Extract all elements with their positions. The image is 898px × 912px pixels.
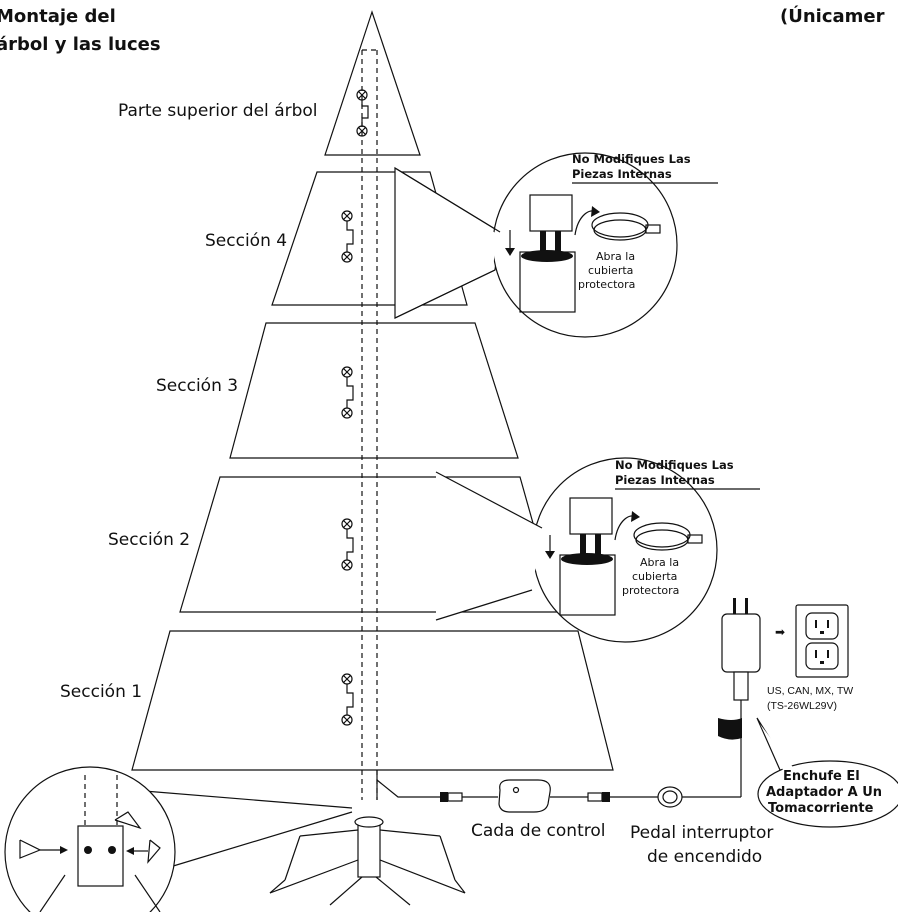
tree-top-section [324, 10, 421, 156]
bulb-group-section-1 [341, 673, 354, 726]
pedal-label-line-1: Pedal interruptor [630, 823, 773, 843]
tree-stand [269, 816, 466, 906]
plug-note-line-1: Enchufe El [783, 769, 860, 784]
upper-warning-line-1: No Modifiques Las [572, 152, 691, 166]
lower-warning-line-1: No Modifiques Las [615, 458, 734, 472]
wall-outlet-icon [795, 604, 849, 678]
base-zoom-callout [4, 766, 353, 912]
arrow-icon: ➡ [775, 625, 785, 639]
top-right-note: (Únicamer [780, 5, 885, 27]
upper-cover-line-2: cubierta [588, 264, 633, 277]
connector-callout-upper: Abra la cubierta protectora [394, 152, 678, 338]
lower-warning-line-2: Piezas Internas [615, 473, 715, 487]
control-box[interactable] [498, 779, 551, 813]
label-section-3: Sección 3 [156, 376, 238, 396]
lower-cover-line-3: protectora [622, 584, 679, 597]
bulb-group-section-2 [341, 518, 354, 571]
title-line-1: Montaje del [0, 6, 116, 27]
power-adapter [718, 598, 761, 740]
pedal-label-line-2: de encendido [647, 847, 762, 867]
bulb-group-top [356, 89, 369, 137]
connector-callout-lower: Abra la cubierta protectora [435, 457, 718, 643]
label-tree-top: Parte superior del árbol [118, 101, 318, 121]
center-pole [361, 49, 378, 800]
tree-section-3 [229, 322, 519, 459]
upper-warning-line-2: Piezas Internas [572, 167, 672, 181]
upper-cover-line-3: protectora [578, 278, 635, 291]
control-box-label: Cada de control [471, 821, 605, 841]
title-line-2: árbol y las luces [0, 34, 161, 55]
adapter-regions: US, CAN, MX, TW [767, 685, 853, 697]
label-section-2: Sección 2 [108, 530, 190, 550]
tree-section-1 [131, 630, 614, 771]
plug-note-line-2: Adaptador A Un [766, 785, 882, 800]
bulb-group-section-4 [341, 210, 354, 263]
adapter-model: (TS-26WL29V) [767, 700, 837, 712]
power-cord [376, 700, 742, 802]
upper-cover-line-1: Abra la [596, 250, 635, 263]
foot-pedal-switch[interactable] [657, 786, 683, 808]
lower-cover-line-2: cubierta [632, 570, 677, 583]
plug-note-line-3: Tomacorriente [768, 801, 874, 816]
plug-in-callout [756, 717, 898, 828]
bulb-group-section-3 [341, 366, 354, 419]
lower-cover-line-1: Abra la [640, 556, 679, 569]
label-section-4: Sección 4 [205, 231, 287, 251]
label-section-1: Sección 1 [60, 682, 142, 702]
